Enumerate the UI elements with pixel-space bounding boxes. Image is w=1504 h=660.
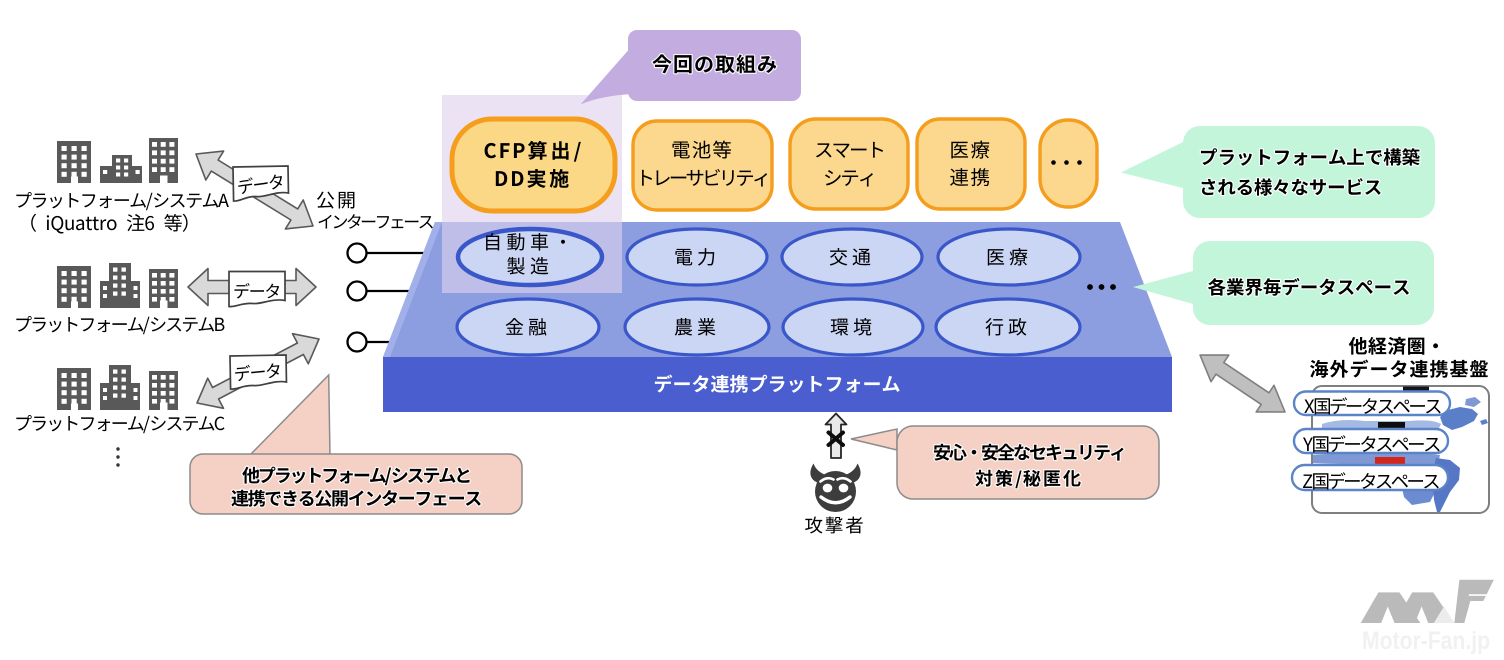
svg-text:Motor-Fan.jp: Motor-Fan.jp bbox=[1362, 627, 1490, 655]
